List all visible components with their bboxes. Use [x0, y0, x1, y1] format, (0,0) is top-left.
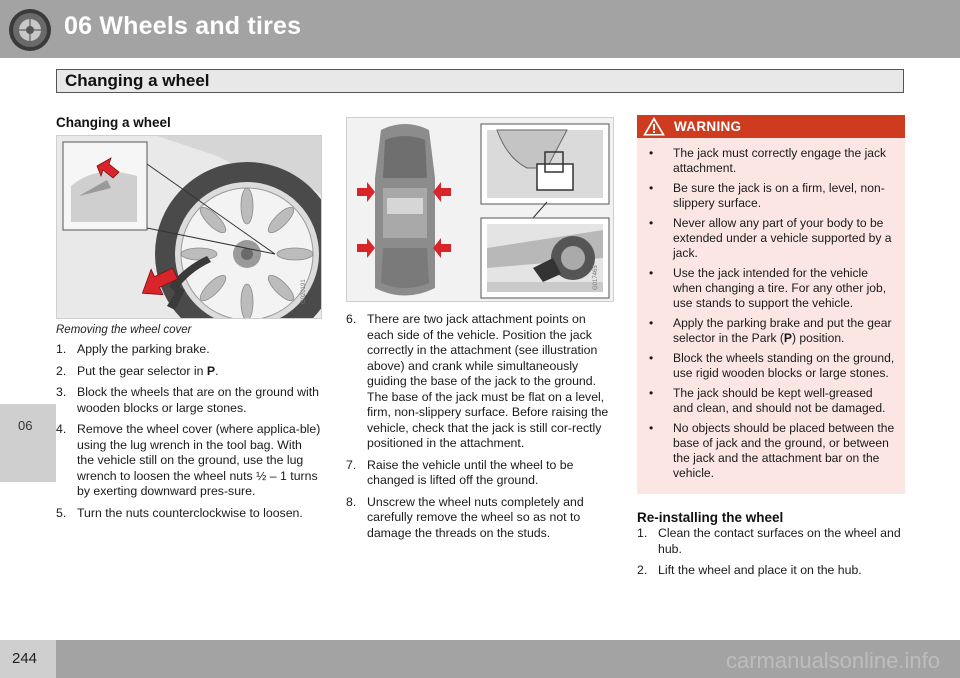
chapter-tab-label: 06: [18, 418, 33, 433]
jack-points-illustration: G017465: [346, 117, 614, 302]
step-list: 1.Apply the parking brake. 2.Put the gea…: [56, 342, 322, 521]
page-number-tab: [0, 640, 56, 678]
warning-box: WARNING •The jack must correctly engage …: [637, 115, 905, 494]
list-item: •Be sure the jack is on a firm, level, n…: [649, 181, 885, 210]
section-header: Changing a wheel: [56, 69, 904, 93]
list-item: •Apply the parking brake and put the gea…: [649, 316, 892, 345]
list-item: •Never allow any part of your body to be…: [649, 216, 892, 260]
tire-icon: [9, 9, 51, 51]
list-item: •The jack should be kept well-greased an…: [649, 386, 886, 415]
step-list: 6.There are two jack attachment points o…: [346, 312, 614, 541]
warning-header: WARNING: [637, 115, 905, 138]
list-item: •Use the jack intended for the vehicle w…: [649, 266, 887, 310]
side-margin: [0, 58, 56, 404]
list-item: 7.Raise the vehicle until the wheel to b…: [346, 457, 574, 488]
figure-caption: Removing the wheel cover: [56, 324, 192, 336]
figure-code: G017465: [593, 265, 599, 290]
list-item: •Block the wheels standing on the ground…: [649, 351, 895, 380]
wheel-cover-drawing: G020191: [57, 136, 321, 318]
chapter-title: 06 Wheels and tires: [64, 12, 302, 40]
wheel-cover-illustration: G020191: [56, 135, 322, 319]
warning-title: WARNING: [674, 119, 742, 134]
section-title: Changing a wheel: [65, 71, 210, 90]
jack-points-drawing: G017465: [347, 118, 613, 301]
figure-code: G020191: [301, 279, 307, 304]
chapter-header: 06 Wheels and tires: [0, 0, 960, 58]
list-item: 4.Remove the wheel cover (where applica-…: [56, 422, 321, 498]
column-3: WARNING •The jack must correctly engage …: [637, 115, 905, 585]
list-item: 8.Unscrew the wheel nuts completely and …: [346, 494, 584, 540]
section-heading: Changing a wheel: [56, 115, 171, 130]
list-item: •The jack must correctly engage the jack…: [649, 146, 887, 175]
list-item: 3.Block the wheels that are on the groun…: [56, 385, 319, 415]
column-2: G017465 6.There are two jack attachment …: [346, 115, 614, 547]
chapter-tab[interactable]: [0, 404, 56, 482]
column-1: Changing a wheel: [56, 115, 322, 527]
list-item: 2.Lift the wheel and place it on the hub…: [637, 563, 862, 577]
list-item: 5.Turn the nuts counterclockwise to loos…: [56, 505, 303, 520]
step-list: 1.Clean the contact surfaces on the whee…: [637, 526, 905, 579]
warning-triangle-icon: [643, 117, 665, 136]
page-footer: [0, 640, 960, 678]
page-number: 244: [12, 650, 38, 667]
list-item: 2.Put the gear selector in P.: [56, 363, 219, 378]
list-item: 1.Apply the parking brake.: [56, 342, 210, 356]
list-item: •No objects should be placed between the…: [649, 421, 895, 480]
warning-list: •The jack must correctly engage the jack…: [637, 138, 905, 494]
watermark: carmanualsonline.info: [725, 648, 940, 673]
list-item: 1.Clean the contact surfaces on the whee…: [637, 526, 901, 556]
reinstall-heading: Re-installing the wheel: [637, 510, 784, 525]
list-item: 6.There are two jack attachment points o…: [346, 312, 609, 450]
